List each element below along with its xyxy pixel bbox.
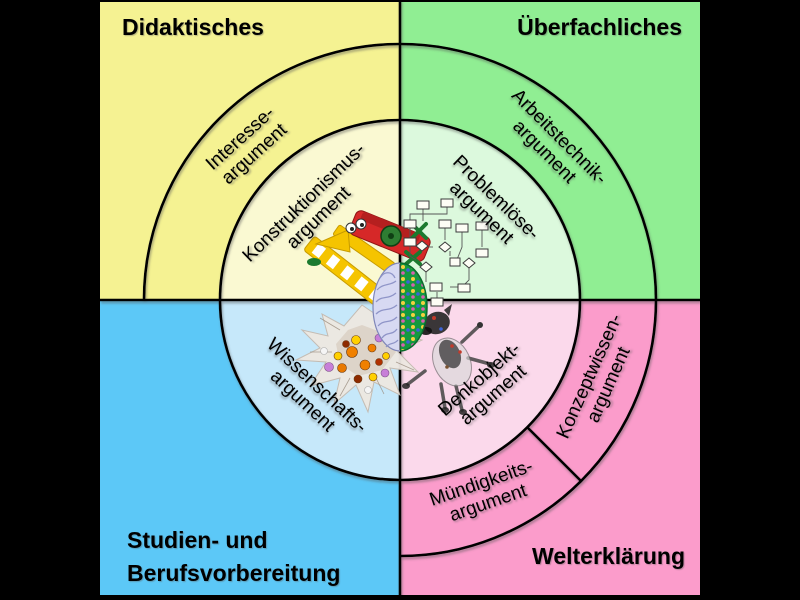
robot-dog-image <box>402 304 495 415</box>
ring-segment-divider <box>526 426 582 482</box>
quadrant-title-studien-berufsvorbereitung: Studien- und Berufsvorbereitung <box>127 524 340 589</box>
quadrant-title-line: Studien- und <box>127 527 268 553</box>
inner-quadrant-problemloese <box>400 120 580 300</box>
inner-quadrant-konstruktionismus <box>220 120 400 300</box>
inner-circle-outline <box>218 118 582 482</box>
inner-circle <box>220 120 580 480</box>
lego-plane-image <box>304 210 431 314</box>
quadrant-title-welterklaerung: Welterklärung <box>532 543 685 569</box>
quadrant-title-line: Berufsvorbereitung <box>127 559 341 586</box>
diagram-overlay <box>100 0 700 600</box>
top-border-strip <box>100 0 700 2</box>
quadrant-title-didaktisches: Didaktisches <box>122 14 264 40</box>
quadrant-title-ueberfachliches: Überfachliches <box>517 14 682 40</box>
bottom-border-strip <box>100 595 700 600</box>
flowchart-image <box>403 198 489 307</box>
brain-image <box>372 262 428 352</box>
outer-ring-arc <box>142 42 658 558</box>
argument-circle-diagram: Interesse- argument Arbeitstechnik- argu… <box>100 0 700 600</box>
